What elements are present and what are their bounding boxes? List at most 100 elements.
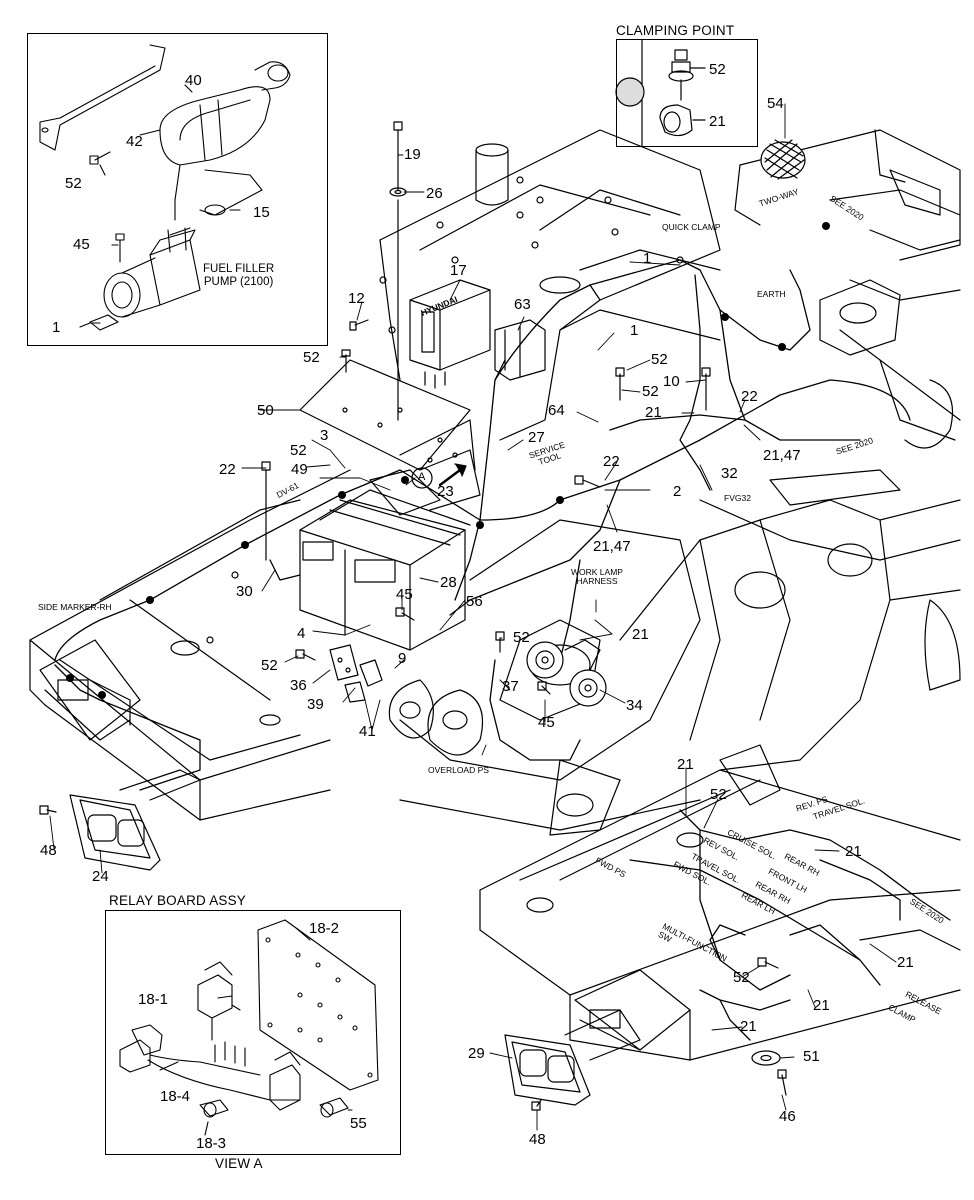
callout-41: 41 bbox=[359, 723, 376, 740]
callout-52-battery: 52 bbox=[261, 657, 278, 674]
relay-board-inset bbox=[119, 919, 379, 1136]
horns-34 bbox=[526, 639, 607, 707]
callout-4: 4 bbox=[297, 625, 306, 642]
callout-54: 54 bbox=[767, 95, 784, 112]
callout-17: 17 bbox=[450, 262, 467, 279]
callout-37: 37 bbox=[502, 678, 519, 695]
callout-21-47-mid: 21,47 bbox=[593, 538, 631, 555]
callout-52-l2: 52 bbox=[290, 442, 307, 459]
callout-63: 63 bbox=[514, 296, 531, 313]
callout-10: 10 bbox=[663, 373, 680, 390]
callout-52-b: 52 bbox=[642, 383, 659, 400]
callout-48-left: 48 bbox=[40, 842, 57, 859]
callout-9: 9 bbox=[398, 650, 407, 667]
callout-26: 26 bbox=[426, 185, 443, 202]
work-lamp-harness-label: WORK LAMP HARNESS bbox=[571, 567, 623, 586]
relay-board-title: RELAY BOARD ASSY bbox=[109, 893, 247, 908]
battery-assy bbox=[299, 469, 471, 651]
callout-29: 29 bbox=[468, 1045, 485, 1062]
boom-foot bbox=[388, 499, 961, 836]
clamping-point-inset bbox=[615, 39, 706, 147]
leader-lines bbox=[49, 103, 897, 1131]
callout-18-1: 18-1 bbox=[138, 991, 169, 1008]
callout-40: 40 bbox=[185, 72, 202, 89]
callout-1-fuel: 1 bbox=[52, 319, 61, 336]
work-lamp-29 bbox=[504, 1009, 641, 1106]
clamping-point-inset-frame bbox=[616, 39, 758, 147]
detail-a-marker-circle bbox=[411, 467, 433, 489]
callout-56: 56 bbox=[466, 593, 483, 610]
lower-right-deck bbox=[479, 744, 961, 1061]
overload-ps-label: OVERLOAD PS bbox=[428, 765, 489, 775]
callout-23: 23 bbox=[437, 483, 454, 500]
callout-52-left: 52 bbox=[303, 349, 320, 366]
callout-21-b2: 21 bbox=[845, 843, 862, 860]
callout-39: 39 bbox=[307, 696, 324, 713]
callout-45-mid: 45 bbox=[538, 714, 555, 731]
callout-21-horn: 21 bbox=[632, 626, 649, 643]
upper-right-frame bbox=[699, 129, 961, 561]
callout-22-left: 22 bbox=[219, 461, 236, 478]
relay-board-inset-frame bbox=[105, 910, 401, 1155]
callout-52-fuel: 52 bbox=[65, 175, 82, 192]
callout-21-b1: 21 bbox=[677, 756, 694, 773]
callout-49: 49 bbox=[291, 461, 308, 478]
callout-22-upper: 22 bbox=[741, 388, 758, 405]
battery-cover bbox=[299, 359, 481, 511]
callout-50: 50 bbox=[257, 402, 274, 419]
callout-34: 34 bbox=[626, 697, 643, 714]
callout-42: 42 bbox=[126, 133, 143, 150]
callout-48-right: 48 bbox=[529, 1131, 546, 1148]
callout-18-4: 18-4 bbox=[160, 1088, 191, 1105]
callout-36: 36 bbox=[290, 677, 307, 694]
callout-51: 51 bbox=[803, 1048, 820, 1065]
bracket-36 bbox=[329, 644, 383, 703]
callout-15: 15 bbox=[253, 204, 270, 221]
fuel-pump-title: FUEL FILLER PUMP (2100) bbox=[203, 263, 275, 288]
callout-52-b2: 52 bbox=[733, 969, 750, 986]
quick-clamp-label: QUICK CLAMP bbox=[662, 222, 721, 232]
fvg32-label: FVG32 bbox=[724, 493, 751, 503]
wire-harness bbox=[54, 259, 951, 1041]
callout-45-left: 45 bbox=[396, 586, 413, 603]
left-deck bbox=[29, 469, 351, 821]
callout-21-b3: 21 bbox=[897, 954, 914, 971]
side-marker-label: SIDE MARKER-RH bbox=[38, 602, 112, 612]
callout-2: 2 bbox=[673, 483, 682, 500]
callout-1-upper: 1 bbox=[643, 250, 652, 267]
callout-3: 3 bbox=[320, 427, 329, 444]
harness-clamp-dots bbox=[66, 222, 830, 699]
work-lamp-24 bbox=[69, 769, 201, 871]
grille-54 bbox=[760, 139, 806, 180]
callout-32: 32 bbox=[721, 465, 738, 482]
callout-21-b4: 21 bbox=[740, 1018, 757, 1035]
callout-12: 12 bbox=[348, 290, 365, 307]
callout-46: 46 bbox=[779, 1108, 796, 1125]
callout-55: 55 bbox=[350, 1115, 367, 1132]
callout-1-clip: 1 bbox=[630, 322, 639, 339]
relay-63 bbox=[494, 319, 546, 381]
fuel-pump-inset bbox=[39, 44, 291, 331]
detail-a-marker: A bbox=[418, 471, 426, 483]
fuel-pump-inset-frame bbox=[27, 33, 328, 346]
callout-52-clamp: 52 bbox=[709, 61, 726, 78]
callout-64: 64 bbox=[548, 402, 565, 419]
callout-22-mid: 22 bbox=[603, 453, 620, 470]
callout-19: 19 bbox=[404, 146, 421, 163]
callout-24: 24 bbox=[92, 868, 109, 885]
callout-27: 27 bbox=[528, 429, 545, 446]
callout-52-b1: 52 bbox=[710, 786, 727, 803]
callout-18-2: 18-2 bbox=[309, 920, 340, 937]
callout-52-mid: 52 bbox=[513, 629, 530, 646]
callout-28: 28 bbox=[440, 574, 457, 591]
callout-21-47-upper: 21,47 bbox=[763, 447, 801, 464]
callout-30: 30 bbox=[236, 583, 253, 600]
callout-18-3: 18-3 bbox=[196, 1135, 227, 1152]
callout-21-upper: 21 bbox=[645, 404, 662, 421]
callout-52-upper: 52 bbox=[651, 351, 668, 368]
callout-45-fuel: 45 bbox=[73, 236, 90, 253]
clamping-point-title: CLAMPING POINT bbox=[616, 23, 735, 38]
callout-21-clamp: 21 bbox=[709, 113, 726, 130]
